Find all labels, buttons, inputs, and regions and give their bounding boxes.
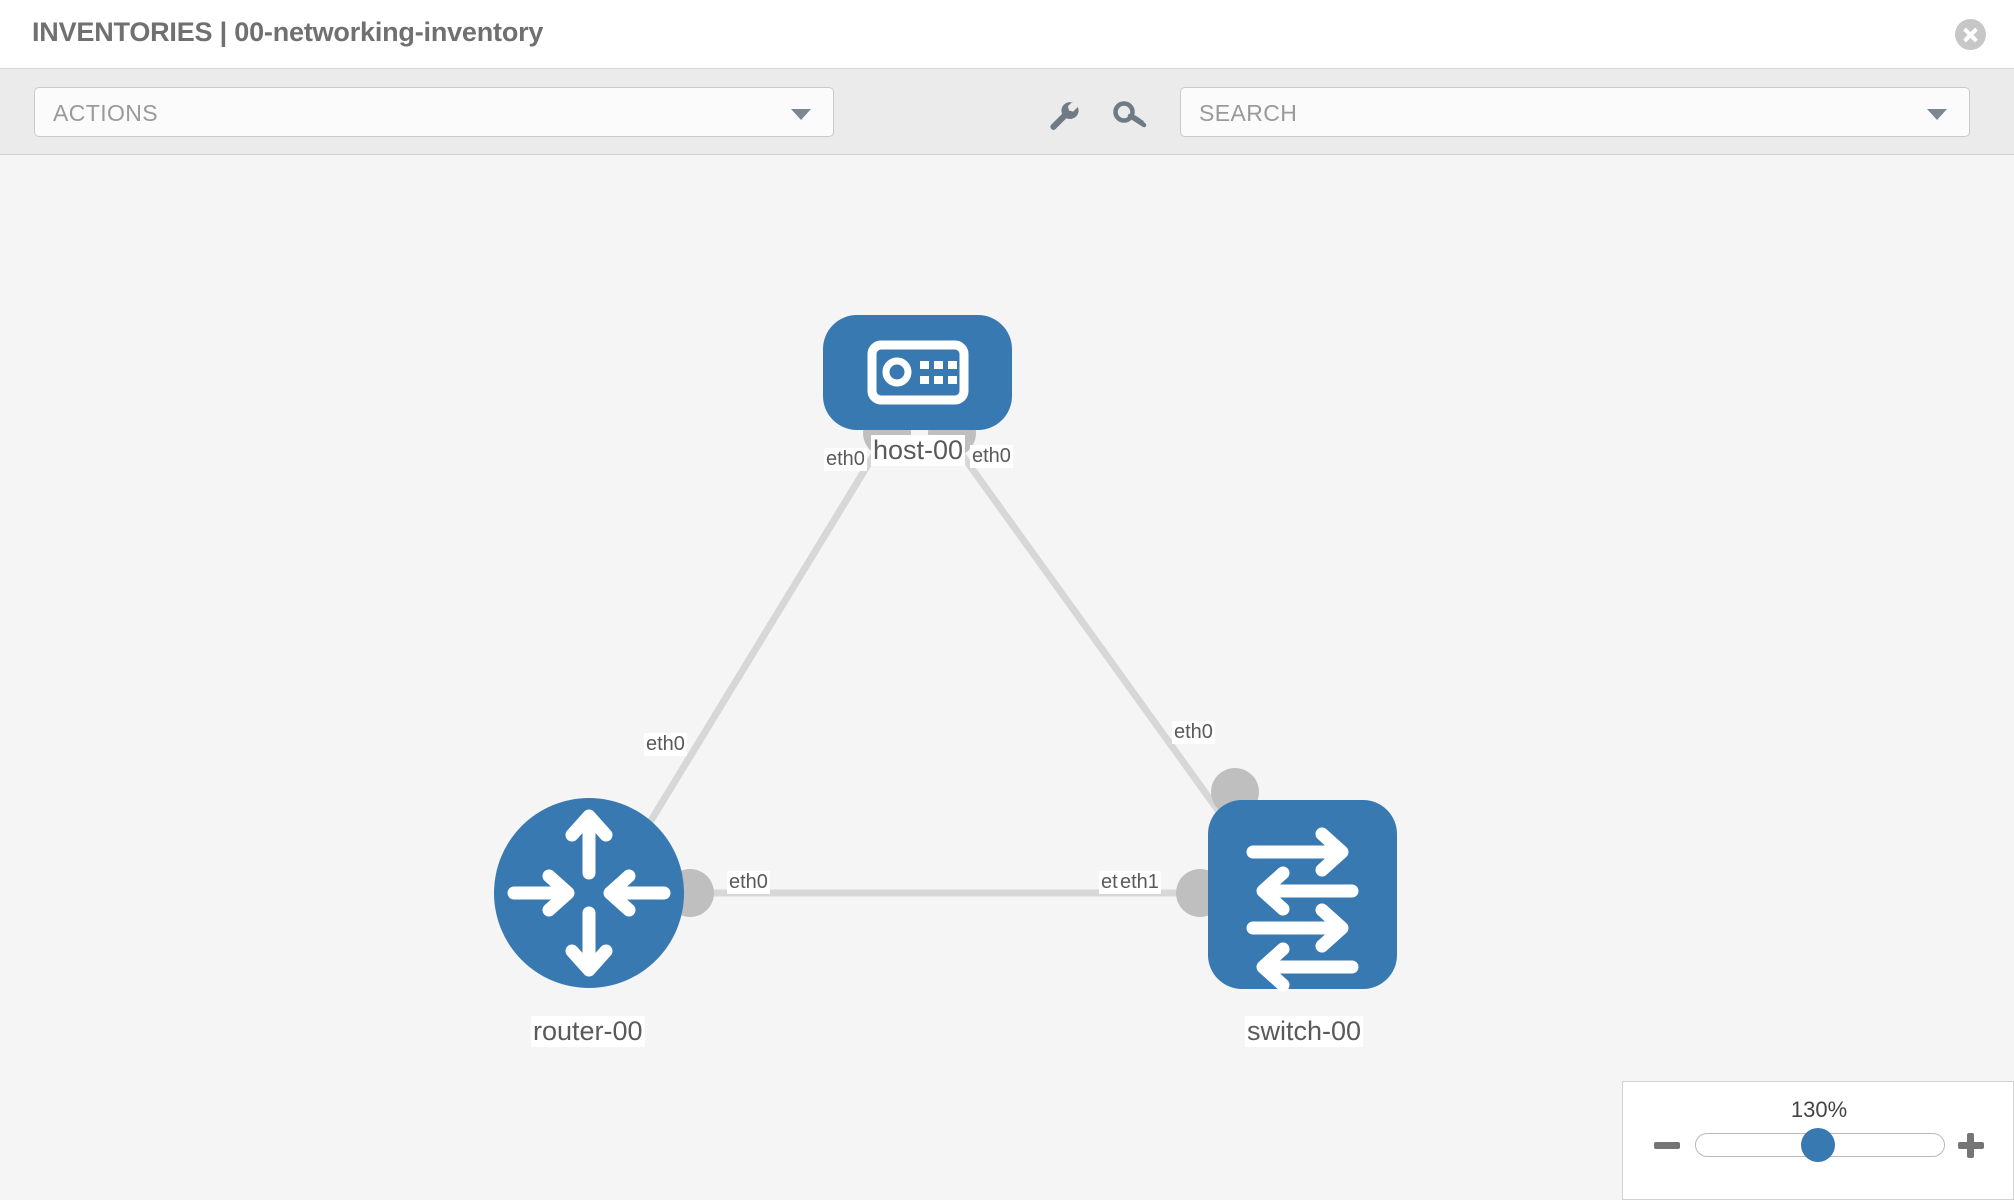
search-placeholder: SEARCH (1199, 100, 1298, 126)
link-host00-router00 (627, 443, 883, 857)
wrench-icon[interactable] (1043, 95, 1083, 135)
server-icon (867, 340, 969, 405)
iface-label: eth0 (824, 448, 867, 471)
page-header: INVENTORIES | 00-networking-inventory (0, 0, 2014, 69)
node-router-00 (494, 798, 684, 988)
topology-links (627, 442, 1246, 897)
actions-dropdown-label: ACTIONS (53, 100, 159, 126)
chevron-down-icon (791, 109, 811, 120)
zoom-level-label: 130% (1790, 1097, 1848, 1122)
node-label-router-00: router-00 (531, 1016, 645, 1047)
actions-dropdown[interactable]: ACTIONS (34, 87, 834, 137)
link-host00-switch00 (952, 442, 1246, 848)
close-icon[interactable] (1955, 19, 1986, 50)
topology-canvas[interactable]: eth0 eth0 eth0 eth0 eth0 eth0 eth1 host-… (0, 155, 2014, 1200)
router-arrows-icon (507, 809, 671, 977)
topology-graph (494, 315, 1397, 992)
chevron-down-icon[interactable] (1927, 109, 1947, 120)
iface-label: eth0 (970, 445, 1013, 468)
node-label-host-00: host-00 (871, 435, 966, 466)
iface-label: eth0 (727, 871, 770, 894)
node-host-00 (823, 315, 1012, 430)
toolbar: ACTIONS SEARCH (0, 69, 2014, 155)
switch-arrows-icon (1246, 827, 1359, 992)
zoom-control-panel: 130% (1622, 1081, 2014, 1200)
iface-label: eth0 (1172, 721, 1215, 744)
iface-label: eth1 (1118, 871, 1161, 894)
topology-connectors (666, 409, 1259, 917)
node-switch-00 (1208, 800, 1397, 992)
node-label-switch-00: switch-00 (1245, 1016, 1364, 1047)
zoom-slider-thumb[interactable] (1801, 1128, 1835, 1162)
page-title: INVENTORIES | 00-networking-inventory (32, 17, 544, 47)
search-input[interactable]: SEARCH (1180, 87, 1970, 137)
key-icon[interactable] (1110, 95, 1150, 135)
minus-icon[interactable] (1652, 1130, 1682, 1160)
iface-label: eth0 (644, 733, 687, 756)
plus-icon[interactable] (1956, 1130, 1986, 1160)
